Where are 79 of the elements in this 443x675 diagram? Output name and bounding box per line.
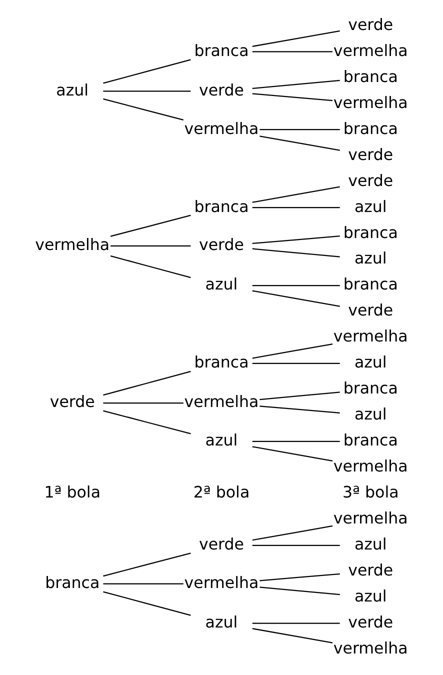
label: 2ª bola (193, 482, 250, 502)
connector (103, 59, 191, 84)
connector (252, 440, 340, 442)
node-text: azul (354, 196, 387, 216)
node-text: vermelha (184, 392, 259, 412)
node-text: verde (50, 392, 95, 412)
node-text: azul (354, 248, 387, 268)
node-text: azul (354, 534, 387, 554)
label: 3ª bola (342, 482, 399, 502)
node-text: vermelha (184, 118, 259, 138)
connector (260, 573, 340, 582)
node-text: verde (348, 300, 394, 320)
connector (252, 51, 333, 52)
node-text: verde (348, 170, 394, 190)
connector (103, 591, 191, 616)
node-text: vermelha (333, 326, 408, 346)
node-text: vermelha (35, 235, 110, 254)
node-text: vermelha (184, 572, 259, 592)
connector (252, 362, 340, 364)
connector (252, 93, 333, 102)
node-text: verde (348, 144, 394, 164)
connector (103, 402, 184, 404)
node-text: azul (56, 80, 89, 100)
node-text: verde (348, 14, 394, 34)
connector (252, 30, 340, 47)
node-text: azul (205, 274, 238, 294)
node-text: azul (205, 430, 238, 450)
node-text: verde (198, 534, 244, 554)
connector (252, 80, 340, 90)
connector (103, 410, 191, 434)
connector (252, 622, 340, 624)
connector (260, 586, 340, 596)
node-text: branca (194, 196, 249, 216)
node-text: vermelha (333, 638, 408, 658)
node-text: branca (343, 430, 398, 450)
node-text: verde (348, 560, 394, 580)
node-text: branca (343, 222, 398, 242)
node-text: vermelha (333, 508, 408, 528)
node-text: azul (205, 612, 238, 632)
node-text: vermelha (333, 40, 408, 60)
connector (252, 628, 333, 644)
connector (110, 255, 191, 278)
connector (110, 245, 191, 247)
connector (103, 370, 191, 396)
node-text: branca (343, 118, 398, 138)
node-text: branca (343, 378, 398, 398)
connector (103, 90, 191, 92)
connector (103, 583, 184, 584)
connector (252, 525, 333, 541)
node-text: vermelha (333, 92, 408, 112)
connector (252, 290, 340, 307)
connector (110, 214, 191, 237)
node-text: azul (354, 586, 387, 606)
connector (103, 98, 184, 120)
connector (260, 129, 340, 130)
node-text: branca (343, 274, 398, 294)
connector (252, 446, 333, 462)
connector (103, 552, 191, 577)
connector (252, 248, 340, 258)
connector (260, 406, 340, 414)
connector (252, 186, 340, 203)
connector (252, 343, 333, 359)
connector (252, 284, 340, 286)
label: 1ª bola (44, 482, 101, 502)
node-text: branca (194, 352, 249, 372)
node-text: azul (354, 352, 387, 372)
node-text: verde (348, 612, 394, 632)
node-text: azul (354, 404, 387, 424)
connector (260, 136, 340, 151)
node-text: vermelha (333, 456, 408, 476)
connector (252, 207, 340, 208)
node-text: verde (198, 80, 244, 100)
connector (252, 544, 340, 546)
connector (260, 392, 340, 400)
node-text: branca (194, 40, 249, 60)
node-text: branca (343, 66, 398, 86)
connector (252, 236, 340, 244)
node-text: branca (45, 572, 100, 592)
node-text: verde (198, 235, 244, 254)
